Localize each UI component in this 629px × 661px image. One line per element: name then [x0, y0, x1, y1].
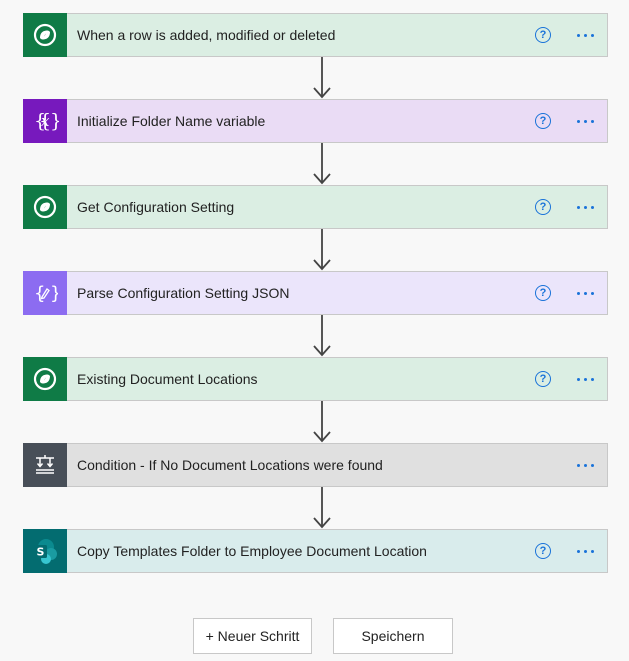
- connector-arrow: [313, 315, 331, 357]
- more-options-icon[interactable]: [573, 457, 597, 473]
- save-button[interactable]: Speichern: [333, 618, 453, 654]
- flow-step[interactable]: Get Configuration Setting?: [23, 185, 608, 229]
- dataverse-icon: [23, 185, 67, 229]
- svg-text:}: }: [50, 110, 59, 132]
- new-step-button[interactable]: + Neuer Schritt: [193, 618, 312, 654]
- more-options-icon[interactable]: [573, 27, 597, 43]
- flow-step[interactable]: {{x} Initialize Folder Name variable?: [23, 99, 608, 143]
- data-operation-icon: {}: [23, 271, 67, 315]
- help-icon[interactable]: ?: [535, 27, 551, 43]
- help-icon[interactable]: ?: [535, 113, 551, 129]
- svg-text:{: {: [34, 283, 45, 304]
- help-icon[interactable]: ?: [535, 285, 551, 301]
- sharepoint-icon: S: [23, 529, 67, 573]
- svg-text:{: {: [39, 110, 51, 132]
- more-options-icon[interactable]: [573, 199, 597, 215]
- svg-text:}: }: [50, 283, 58, 304]
- flow-step[interactable]: Existing Document Locations?: [23, 357, 608, 401]
- flow-step[interactable]: S Copy Templates Folder to Employee Docum…: [23, 529, 608, 573]
- more-options-icon[interactable]: [573, 371, 597, 387]
- help-icon[interactable]: ?: [535, 371, 551, 387]
- flow-step[interactable]: Condition - If No Document Locations wer…: [23, 443, 608, 487]
- flow-step[interactable]: {} Parse Configuration Setting JSON?: [23, 271, 608, 315]
- more-options-icon[interactable]: [573, 285, 597, 301]
- dataverse-icon: [23, 357, 67, 401]
- flow-step[interactable]: When a row is added, modified or deleted…: [23, 13, 608, 57]
- connector-arrow: [313, 57, 331, 99]
- step-title: Existing Document Locations: [77, 371, 258, 387]
- step-title: Get Configuration Setting: [77, 199, 235, 215]
- connector-arrow: [313, 401, 331, 443]
- connector-arrow: [313, 229, 331, 271]
- more-options-icon[interactable]: [573, 543, 597, 559]
- more-options-icon[interactable]: [573, 113, 597, 129]
- variable-icon: {{x}: [23, 99, 67, 143]
- dataverse-icon: [23, 13, 67, 57]
- step-title: Copy Templates Folder to Employee Docume…: [77, 543, 427, 559]
- svg-text:{: {: [34, 110, 46, 132]
- step-title: Condition - If No Document Locations wer…: [77, 457, 383, 473]
- svg-text:x: x: [41, 112, 50, 130]
- connector-arrow: [313, 143, 331, 185]
- help-icon[interactable]: ?: [535, 543, 551, 559]
- svg-text:S: S: [37, 546, 45, 559]
- step-title: Initialize Folder Name variable: [77, 113, 266, 129]
- help-icon[interactable]: ?: [535, 199, 551, 215]
- step-title: When a row is added, modified or deleted: [77, 27, 336, 43]
- condition-icon: [23, 443, 67, 487]
- connector-arrow: [313, 487, 331, 529]
- step-title: Parse Configuration Setting JSON: [77, 285, 290, 301]
